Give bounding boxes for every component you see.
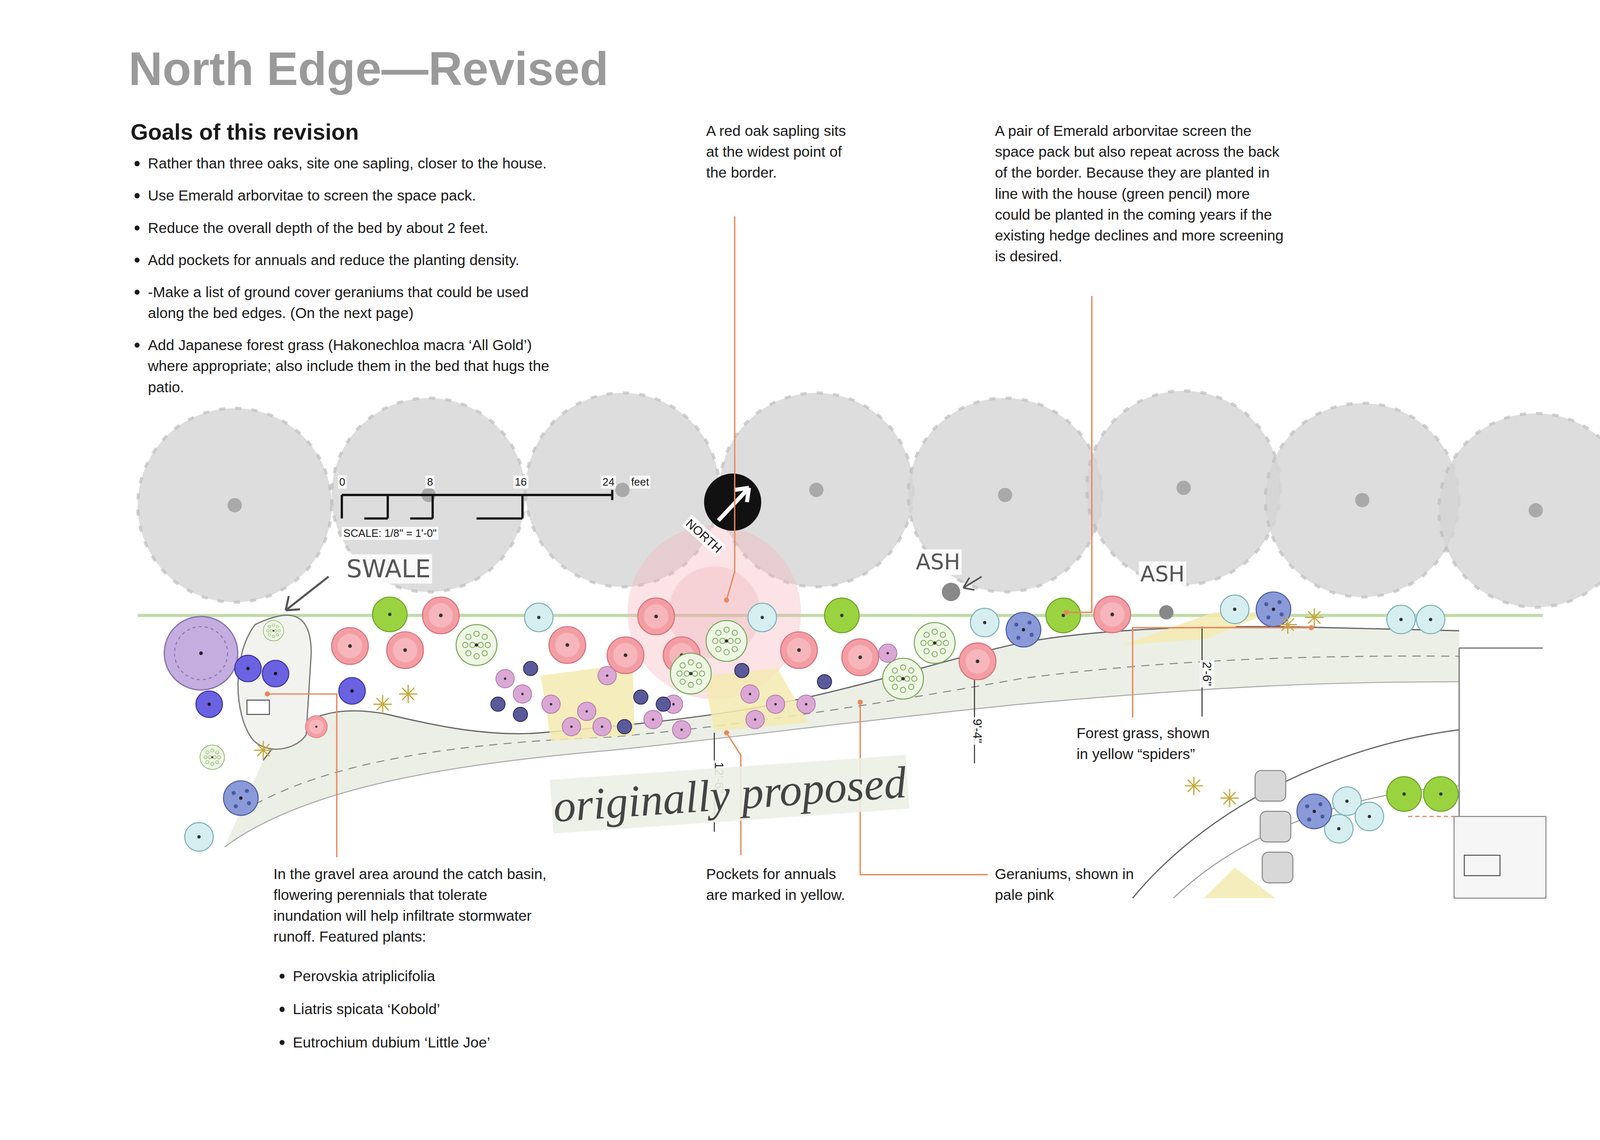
title: North Edge—Revised xyxy=(128,40,609,98)
handwritten-label: originally proposed xyxy=(549,754,910,834)
bullet-dot xyxy=(134,289,140,295)
bullet-text: -Make a list of ground cover geraniums t… xyxy=(147,281,557,324)
bullet-dot xyxy=(134,225,140,231)
bullet-dot xyxy=(279,1006,285,1012)
scale-number: 24 xyxy=(600,475,616,489)
note-text: A red oak sapling sits at the widest poi… xyxy=(706,120,848,184)
handwritten-label: ASH xyxy=(914,549,962,575)
note-text: A pair of Emerald arborvitae screen the … xyxy=(995,120,1286,267)
plant-name: Perovskia atriplicifolia xyxy=(292,965,435,987)
bullet-dot xyxy=(279,973,285,979)
plant-name: Eutrochium dubium ‘Little Joe’ xyxy=(292,1031,491,1053)
callout-text: In the gravel area around the catch basi… xyxy=(273,863,554,948)
bullet-text: Use Emerald arborvitae to screen the spa… xyxy=(147,185,557,206)
bullet-text: Reduce the overall depth of the bed by a… xyxy=(147,217,557,239)
scale-number: 16 xyxy=(513,475,529,489)
handwritten-label: SWALE xyxy=(345,554,433,584)
callout-text: Pockets for annuals are marked in yellow… xyxy=(706,863,855,905)
scale-number: 8 xyxy=(425,475,435,489)
bullet-dot xyxy=(279,1039,285,1045)
bullet-text: Rather than three oaks, site one sapling… xyxy=(147,152,557,174)
scale-text: SCALE: 1/8" = 1'-0" xyxy=(341,526,438,540)
dimension-label: 2'-6" xyxy=(1200,659,1215,688)
dimension-label: 9'-4" xyxy=(970,717,985,745)
bullet-dot xyxy=(134,160,140,166)
bullet-dot xyxy=(134,342,140,348)
bullet-dot xyxy=(134,192,140,198)
bullet-dot xyxy=(134,257,140,263)
handwritten-label: ASH xyxy=(1138,561,1187,588)
bullet-text: Add pockets for annuals and reduce the p… xyxy=(147,249,557,271)
plant-name: Liatris spicata ‘Kobold’ xyxy=(292,998,440,1020)
callout-text: Forest grass, shown in yellow “spiders” xyxy=(1076,722,1215,765)
callout-text: Geraniums, shown in pale pink xyxy=(995,863,1154,905)
scale-number: 0 xyxy=(337,475,348,489)
bullet-text: Add Japanese forest grass (Hakonechloa m… xyxy=(147,334,557,398)
heading: Goals of this revision xyxy=(130,118,359,146)
scale-unit: feet xyxy=(629,475,651,489)
